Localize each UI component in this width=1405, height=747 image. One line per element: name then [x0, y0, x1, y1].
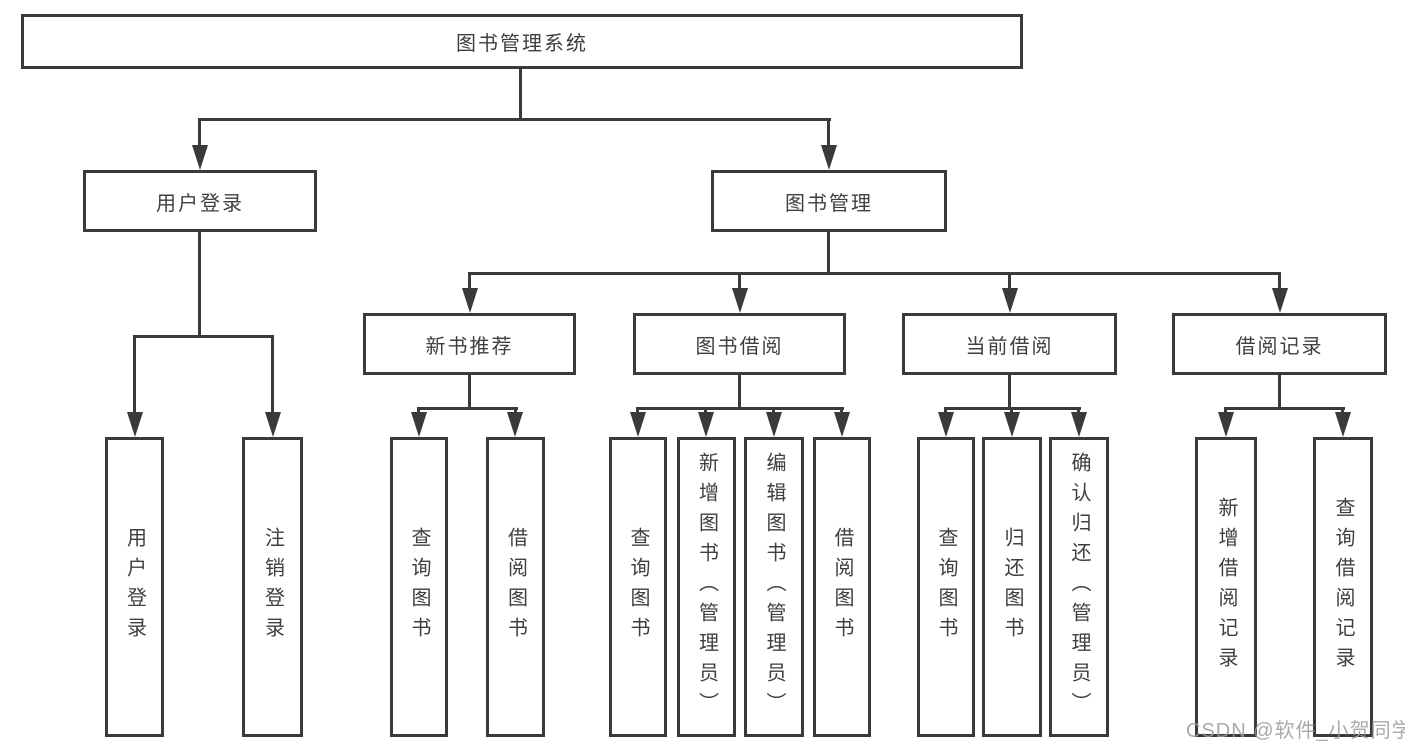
- connector-line: [1077, 407, 1080, 415]
- connector-line: [636, 407, 639, 415]
- arrow-down-icon: [265, 412, 281, 437]
- arrow-down-icon: [630, 412, 646, 437]
- connector-line: [519, 69, 522, 118]
- arrow-down-icon: [1004, 412, 1020, 437]
- leaf-add-borrow-record: 新增借阅记录: [1195, 437, 1257, 737]
- leaf-borrow-books-borrowing: 借阅图书: [813, 437, 871, 737]
- connector-line: [417, 407, 420, 415]
- connector-line: [827, 118, 830, 150]
- connector-line: [1008, 375, 1011, 410]
- leaf-confirm-return-admin: 确认归还（管理员）: [1049, 437, 1109, 737]
- connector-line: [636, 407, 844, 410]
- leaf-query-books-current: 查询图书: [917, 437, 975, 737]
- arrow-down-icon: [698, 412, 714, 437]
- arrow-down-icon: [1218, 412, 1234, 437]
- leaf-query-books-recommend: 查询图书: [390, 437, 448, 737]
- node-user-login: 用户登录: [83, 170, 317, 232]
- connector-line: [198, 118, 201, 150]
- arrow-down-icon: [732, 288, 748, 313]
- connector-line: [271, 335, 274, 417]
- arrow-down-icon: [834, 412, 850, 437]
- connector-line: [417, 407, 518, 410]
- connector-line: [468, 272, 1281, 275]
- arrow-down-icon: [507, 412, 523, 437]
- arrow-down-icon: [1071, 412, 1087, 437]
- leaf-add-book-admin: 新增图书（管理员）: [677, 437, 736, 737]
- connector-line: [198, 118, 831, 121]
- connector-line: [1278, 375, 1281, 410]
- arrow-down-icon: [1002, 288, 1018, 313]
- leaf-query-borrow-record: 查询借阅记录: [1313, 437, 1373, 737]
- arrow-down-icon: [821, 145, 837, 170]
- csdn-watermark: CSDN @软件_小贺同学: [1186, 720, 1405, 742]
- connector-line: [1008, 272, 1011, 292]
- node-borrowing-records: 借阅记录: [1172, 313, 1387, 375]
- connector-line: [133, 335, 136, 417]
- node-book-borrowing: 图书借阅: [633, 313, 846, 375]
- node-current-borrowing: 当前借阅: [902, 313, 1117, 375]
- connector-line: [840, 407, 843, 415]
- connector-line: [1010, 407, 1013, 415]
- connector-line: [944, 407, 947, 415]
- arrow-down-icon: [766, 412, 782, 437]
- node-book-management: 图书管理: [711, 170, 947, 232]
- arrow-down-icon: [462, 288, 478, 313]
- leaf-user-login: 用户登录: [105, 437, 164, 737]
- connector-line: [738, 375, 741, 410]
- connector-line: [738, 272, 741, 292]
- leaf-return-book: 归还图书: [982, 437, 1042, 737]
- leaf-logout: 注销登录: [242, 437, 303, 737]
- arrow-down-icon: [411, 412, 427, 437]
- arrow-down-icon: [127, 412, 143, 437]
- connector-line: [514, 407, 517, 415]
- connector-line: [1224, 407, 1227, 415]
- connector-line: [468, 375, 471, 410]
- connector-line: [1224, 407, 1345, 410]
- arrow-down-icon: [192, 145, 208, 170]
- connector-line: [704, 407, 707, 415]
- connector-line: [468, 272, 471, 292]
- connector-line: [133, 335, 274, 338]
- leaf-edit-book-admin: 编辑图书（管理员）: [744, 437, 804, 737]
- leaf-borrow-books-recommend: 借阅图书: [486, 437, 545, 737]
- node-library-management-system: 图书管理系统: [21, 14, 1023, 69]
- connector-line: [1278, 272, 1281, 292]
- arrow-down-icon: [1272, 288, 1288, 313]
- connector-line: [772, 407, 775, 415]
- arrow-down-icon: [1335, 412, 1351, 437]
- arrow-down-icon: [938, 412, 954, 437]
- node-new-book-recommend: 新书推荐: [363, 313, 576, 375]
- connector-line: [827, 232, 830, 275]
- leaf-query-books-borrowing: 查询图书: [609, 437, 667, 737]
- connector-line: [198, 232, 201, 337]
- connector-line: [1341, 407, 1344, 415]
